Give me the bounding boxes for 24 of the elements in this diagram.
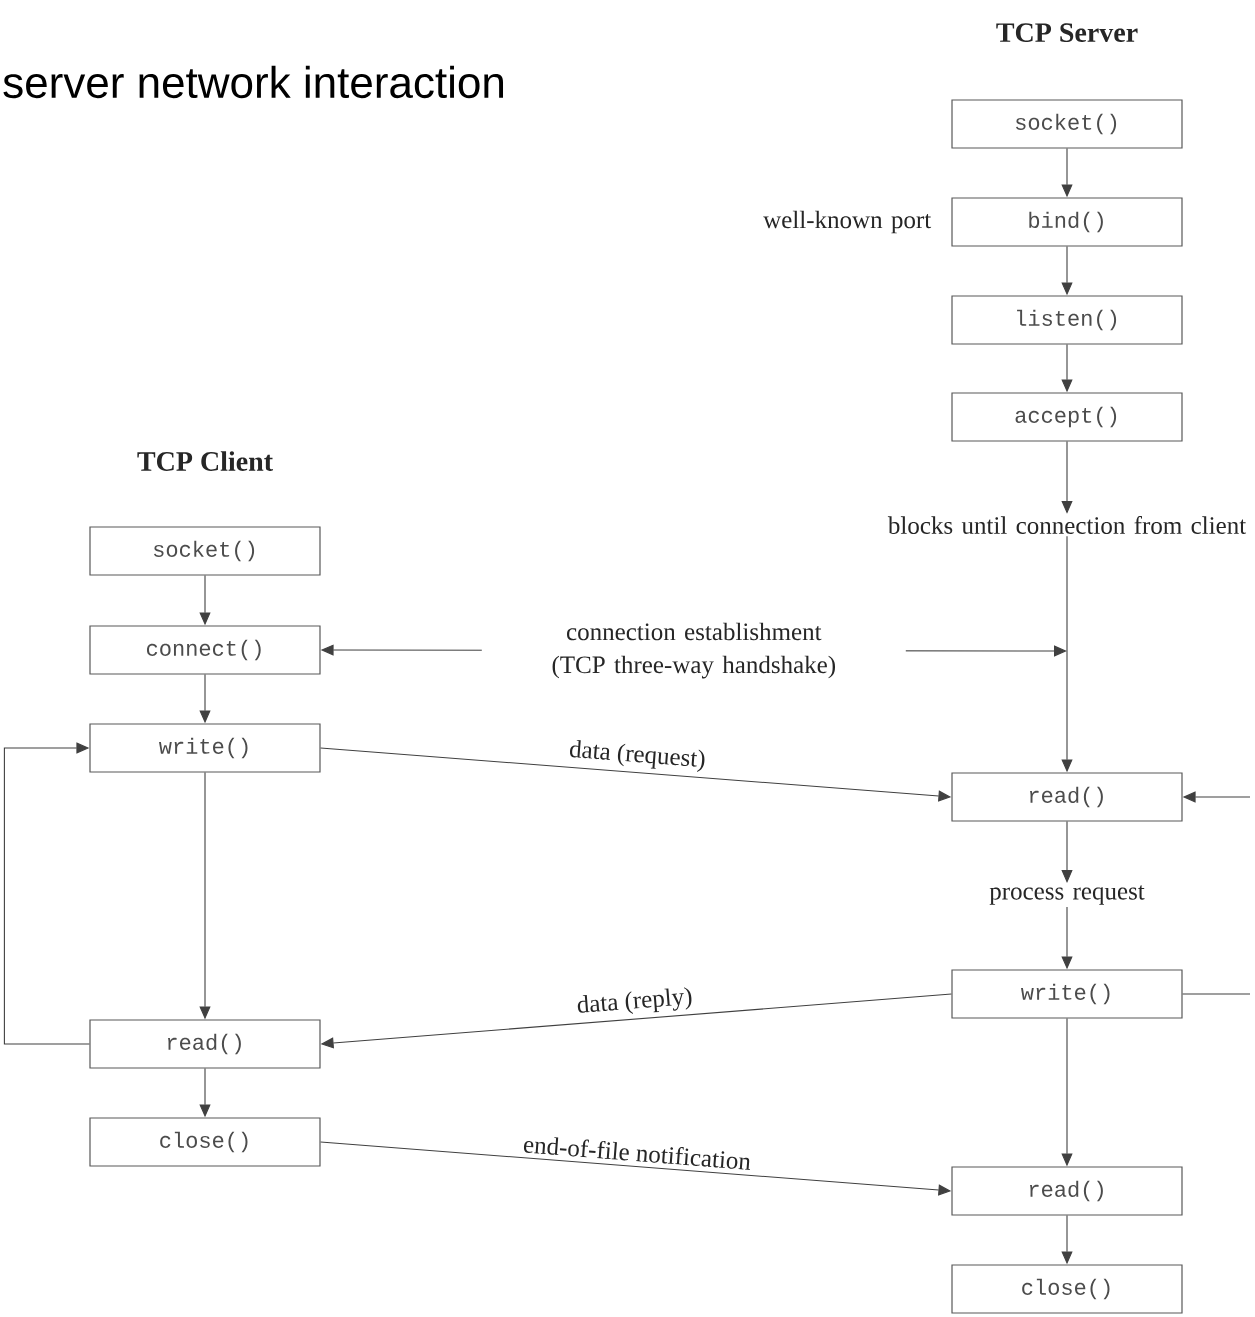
edge-label: connection establishment (TCP three-way handshake) xyxy=(481,620,906,681)
function-box: write() xyxy=(89,723,321,773)
function-box: read() xyxy=(951,772,1183,822)
edge-label: end-of-file notification xyxy=(520,1132,754,1173)
function-box: read() xyxy=(89,1019,321,1069)
function-box: socket() xyxy=(951,99,1183,149)
title: server network interaction xyxy=(3,65,503,99)
edge-label: data (reply) xyxy=(573,984,696,1021)
function-box: close() xyxy=(89,1117,321,1167)
function-box: bind() xyxy=(951,197,1183,247)
function-box: write() xyxy=(951,969,1183,1019)
function-box: read() xyxy=(951,1166,1183,1216)
step-text: process request xyxy=(989,885,1145,905)
column-heading: TCP Client xyxy=(137,451,273,471)
arrow xyxy=(3,742,90,1045)
side-note: well-known port xyxy=(763,210,932,234)
column-heading: TCP Server xyxy=(996,23,1138,42)
function-box: close() xyxy=(951,1264,1183,1314)
edge-label: data (request) xyxy=(566,737,709,775)
step-text: blocks until connection from client xyxy=(887,516,1247,534)
function-box: accept() xyxy=(951,392,1183,442)
function-box: connect() xyxy=(89,625,321,675)
function-box: listen() xyxy=(951,295,1183,345)
function-box: socket() xyxy=(89,526,321,576)
